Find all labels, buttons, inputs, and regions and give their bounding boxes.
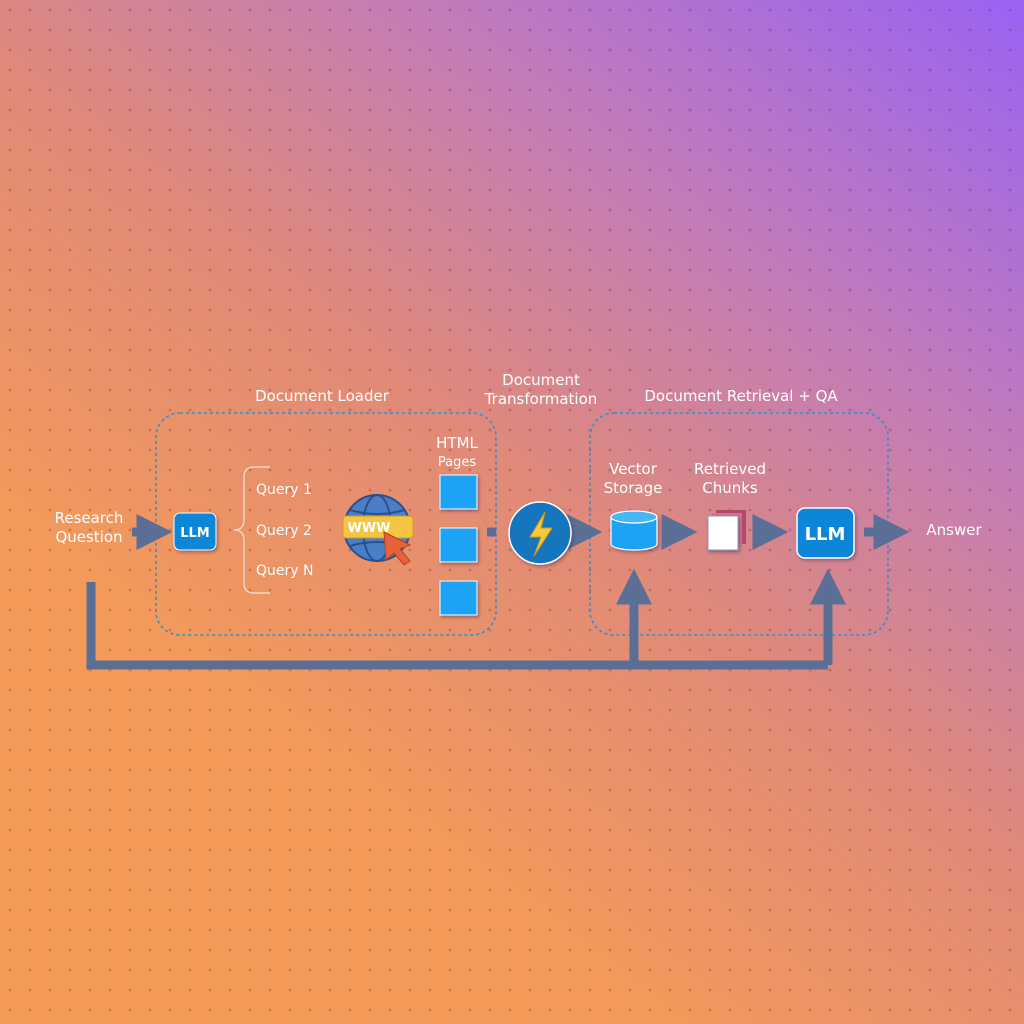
retrieval-llm-icon [796,507,855,559]
html-page-2 [439,527,478,563]
vector-storage-label-line2: Storage [604,479,663,497]
research-question-label-line1: Research [55,509,124,527]
query-item-n: Query N [256,563,313,579]
vector-storage-label-line1: Vector [609,460,658,478]
retrieved-chunks-label-line1: Retrieved [694,460,766,478]
retrieval-llm-label: LLM [805,524,846,545]
html-page-3 [439,580,478,616]
lightning-bolt-icon [508,501,572,565]
retrieved-chunks-label-line2: Chunks [702,479,758,497]
loader-llm-icon [173,512,217,551]
answer-label: Answer [926,521,982,539]
query-item-2: Query 2 [256,523,312,539]
html-page-1 [439,474,478,510]
document-retrieval-title: Document Retrieval + QA [644,387,838,405]
document-transformation-title-line1: Document [502,371,580,389]
document-stack-icon [707,510,746,551]
document-transformation-title-line2: Transformation [484,390,598,408]
html-pages-label-line1: HTML [436,434,478,452]
query-brace [233,466,270,594]
globe-www-icon [342,494,414,566]
query-item-1: Query 1 [256,482,312,498]
html-pages-label-line2: Pages [438,455,476,470]
www-badge-text: WWW [347,521,390,536]
loader-llm-label: LLM [180,526,210,541]
database-cylinder-icon [610,510,658,551]
research-question-label-line2: Question [55,528,122,546]
document-loader-title: Document Loader [255,387,390,405]
document-loader-box [155,412,497,636]
feedback-line [86,582,828,670]
